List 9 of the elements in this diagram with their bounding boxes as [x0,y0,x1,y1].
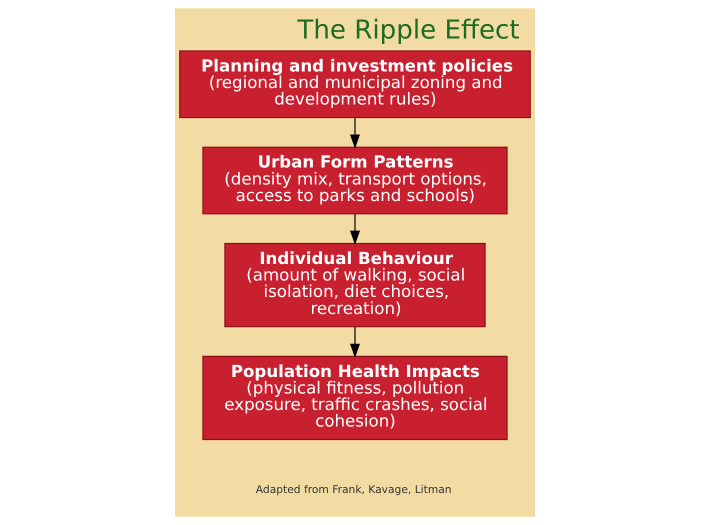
node-box: Urban Form Patterns (density mix, transport options, access to parks and schools) [202,146,508,214]
arrow [350,118,360,149]
node-box: Individual Behaviour (amount of walking, social isolation, diet choices, recreation) [224,242,486,328]
arrow [350,214,360,245]
node-box: Planning and investment policies (regional and municipal zoning and development rules) [179,50,531,118]
node-box: Population Health Impacts (physical fitness, pollution exposure, traffic crashes, social cohesion) [202,356,508,440]
label: Adapted from Frank, Kavage, Litman [256,483,452,496]
diagram-title: The Ripple Effect [297,16,520,46]
arrow [350,326,360,358]
